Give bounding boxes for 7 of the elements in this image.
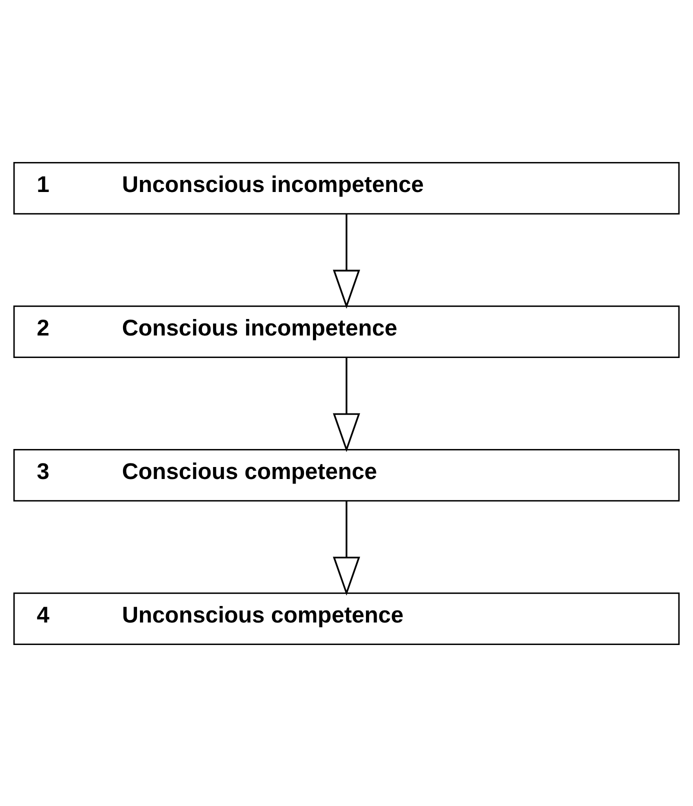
arrow [332,357,360,452]
arrow [332,500,360,596]
node-box: 3 Conscious competence [13,448,680,502]
node-box: 4 Unconscious competence [13,592,680,645]
arrow [332,214,360,308]
node-box: 2 Conscious incompetence [13,304,680,358]
node-box: 1 Unconscious incompetence [13,161,680,214]
